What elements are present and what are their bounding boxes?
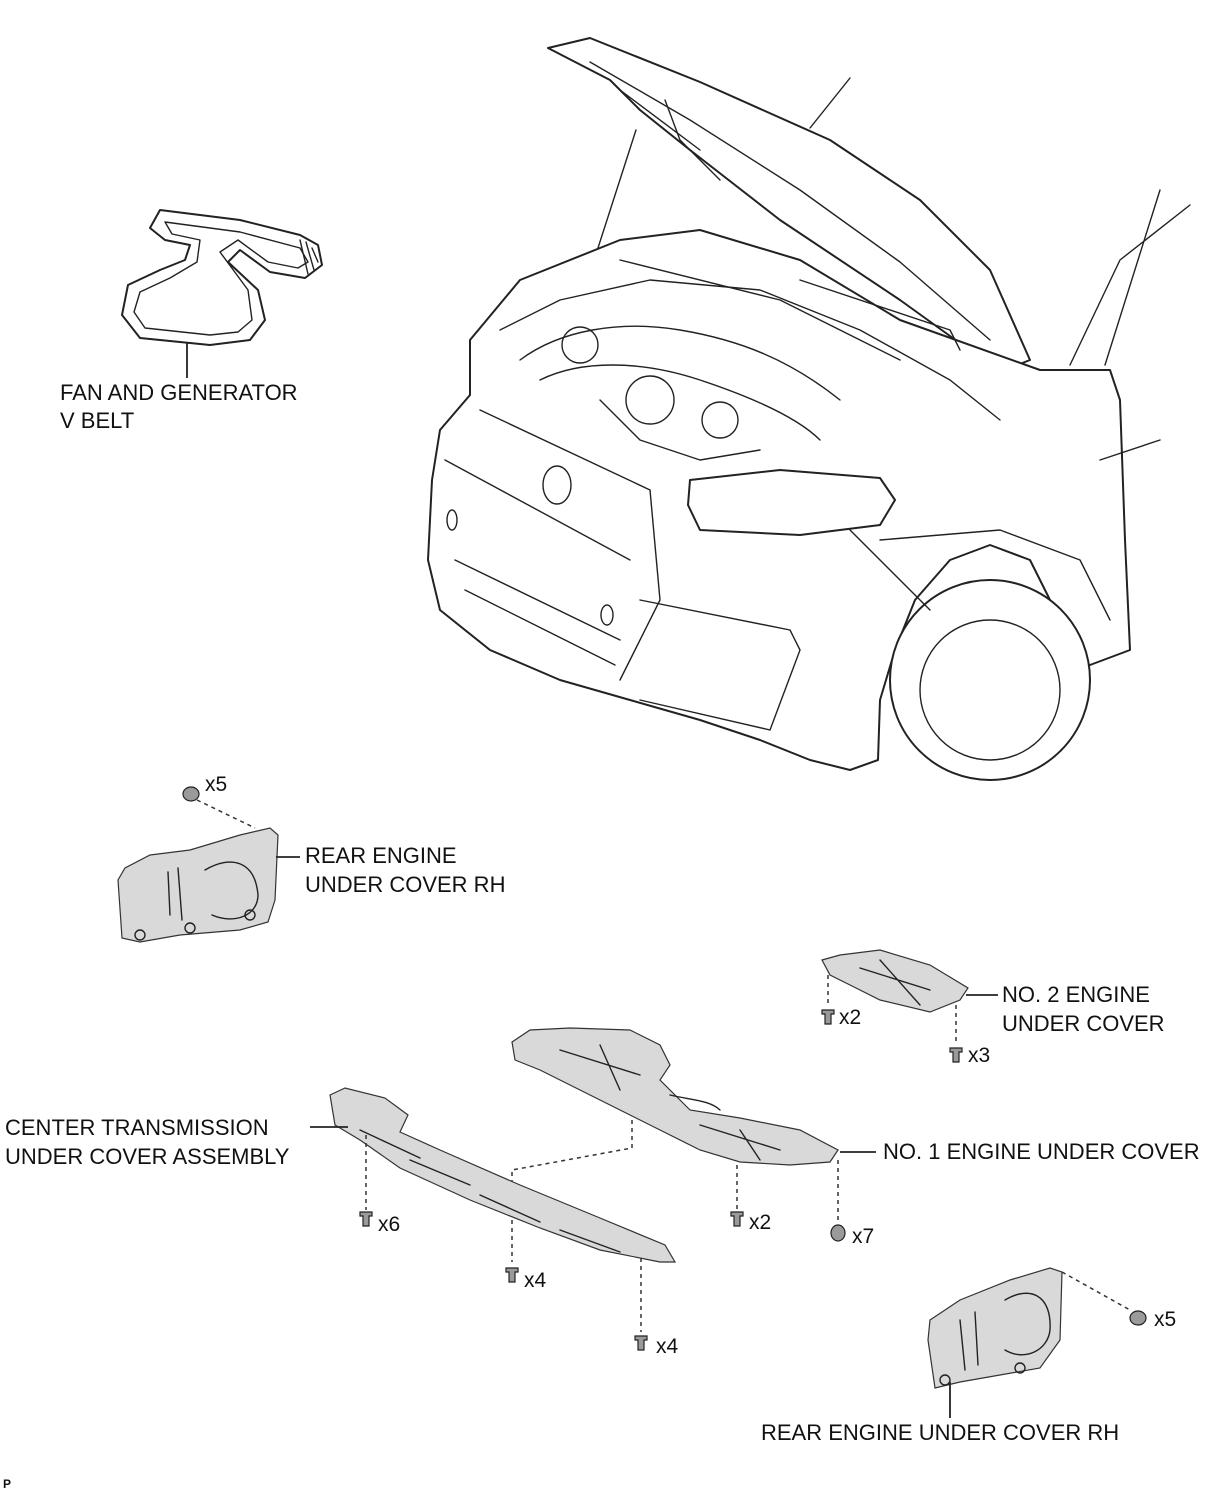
no2-cover-label-line2: UNDER COVER — [1002, 1011, 1165, 1036]
no1-cover-fastener-qty-b: x7 — [852, 1225, 874, 1248]
no2-cover-illustration — [821, 949, 969, 1013]
center-cover-bolt-icon-b — [505, 1267, 519, 1283]
center-cover-bolt-icon-a — [359, 1211, 373, 1227]
no2-cover-bolt-icon-a — [821, 1009, 835, 1025]
rear-cover-right-fastener-line — [1061, 1271, 1131, 1311]
no1-cover-illustration — [511, 1027, 839, 1166]
fan-belt-illustration — [121, 209, 323, 346]
center-cover-fastener-qty-b: x4 — [524, 1269, 547, 1292]
rear-cover-right-fastener-qty: x5 — [1154, 1308, 1176, 1331]
no2-cover-bolt-icon-b — [949, 1047, 963, 1063]
corner-mark: P — [3, 1477, 11, 1491]
rear-cover-right-label: REAR ENGINE UNDER COVER RH — [761, 1420, 1119, 1445]
center-cover-fastener-qty-c: x4 — [656, 1335, 679, 1358]
no1-cover-bolt-icon-a — [730, 1211, 744, 1227]
rear-cover-right-clip-icon — [1129, 1310, 1147, 1326]
fan-belt-label-line1: FAN AND GENERATOR — [60, 380, 298, 405]
rear-cover-left-label-line2: UNDER COVER RH — [305, 872, 505, 897]
rear-cover-left-fastener-line — [196, 799, 256, 829]
center-transmission-cover-illustration — [329, 1087, 677, 1263]
no1-cover-label: NO. 1 ENGINE UNDER COVER — [883, 1139, 1200, 1164]
no1-cover-fastener-qty-a: x2 — [749, 1211, 771, 1234]
rear-cover-left-label-line1: REAR ENGINE — [305, 843, 457, 868]
rear-cover-left-fastener-qty: x5 — [205, 773, 227, 796]
fan-belt-label-line2: V BELT — [60, 408, 134, 433]
center-cover-bolt-icon-c — [634, 1335, 648, 1351]
center-cover-label-line1: CENTER TRANSMISSION — [5, 1115, 269, 1140]
no2-cover-label-line1: NO. 2 ENGINE — [1002, 982, 1150, 1007]
vehicle-illustration — [427, 37, 1191, 781]
center-cover-label-line2: UNDER COVER ASSEMBLY — [5, 1144, 290, 1169]
center-cover-fastener-qty-a: x6 — [378, 1213, 400, 1236]
rear-cover-right-illustration — [927, 1267, 1063, 1389]
rear-cover-left-illustration — [117, 827, 279, 943]
rear-cover-left-clip-icon — [182, 786, 200, 802]
no1-cover-clip-icon-b — [830, 1224, 846, 1242]
no2-cover-fastener-qty-a: x2 — [839, 1006, 861, 1029]
no2-cover-fastener-qty-b: x3 — [968, 1044, 990, 1067]
